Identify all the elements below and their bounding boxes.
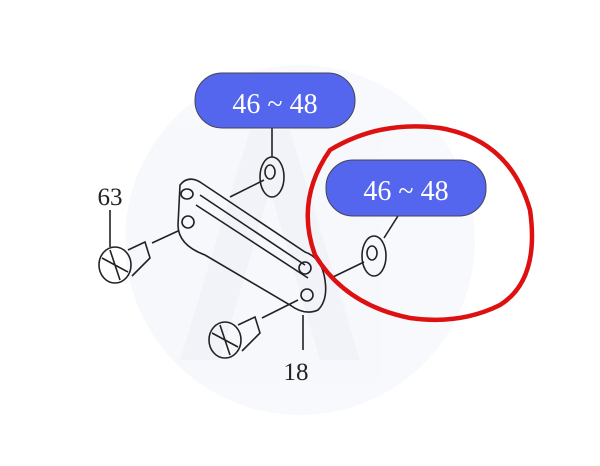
part-number-screw: 63 <box>98 184 123 211</box>
screw-part-2 <box>208 299 304 359</box>
part-number-plate: 18 <box>284 359 309 386</box>
washer-part-1 <box>229 122 285 198</box>
callout-label-1: 46 ~ 48 <box>232 89 317 120</box>
callout-label-2: 46 ~ 48 <box>363 176 448 207</box>
plate-part <box>177 178 327 313</box>
callout-badge-1[interactable]: 46 ~ 48 <box>194 72 356 129</box>
screw-part-1 <box>98 210 179 284</box>
callout-badge-2[interactable]: 46 ~ 48 <box>325 159 487 217</box>
washer-part-2 <box>332 207 404 278</box>
highlight-circle <box>305 124 535 323</box>
